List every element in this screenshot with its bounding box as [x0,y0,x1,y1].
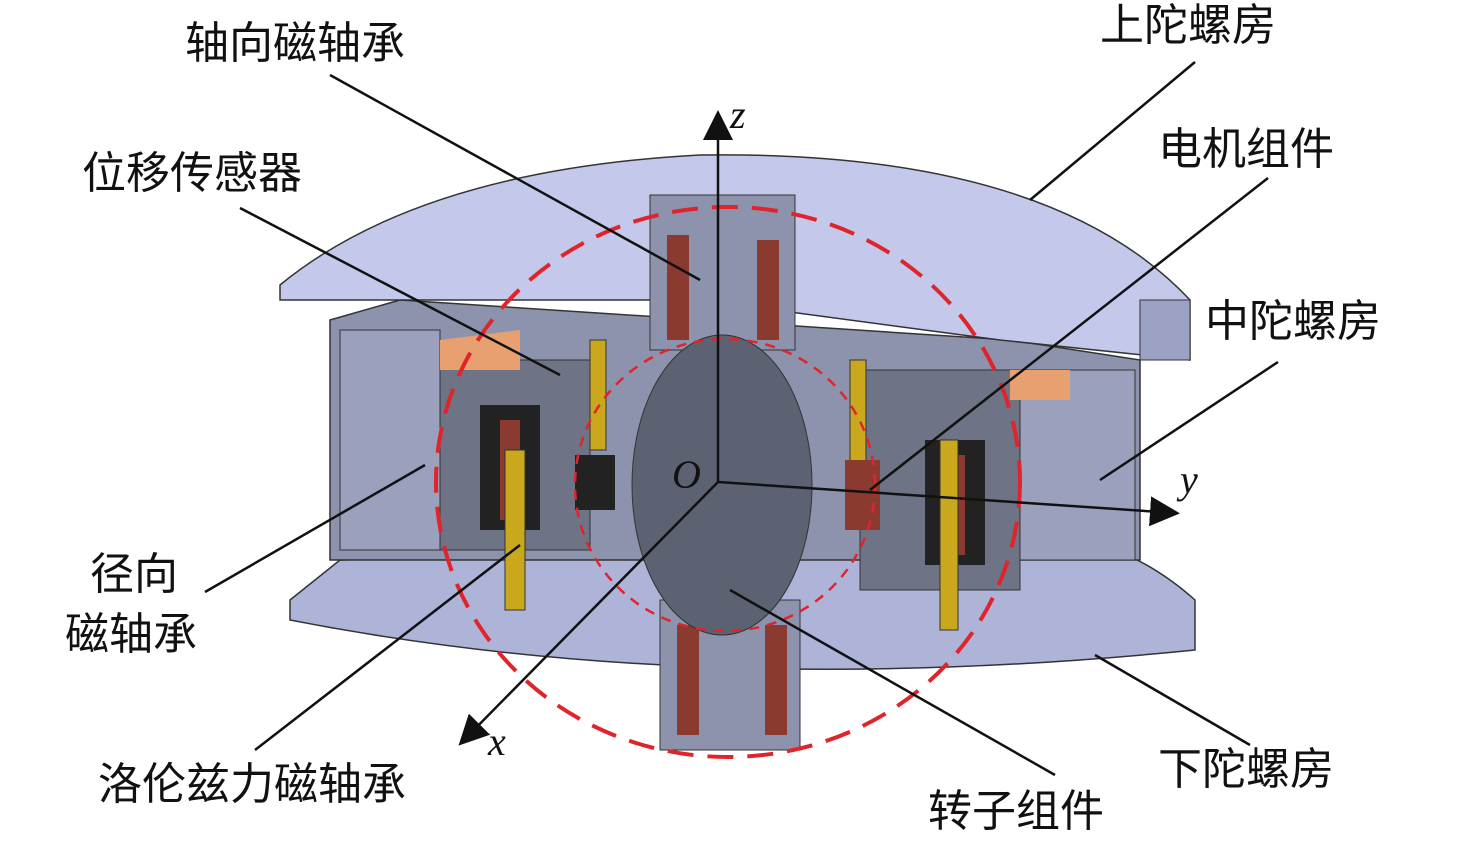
label-radial-bearing-1: 径向 [90,549,178,600]
axis-label-x: x [488,719,506,764]
leader-lines [204,61,1279,777]
label-rotor: 转子组件 [928,786,1104,837]
label-middle-housing: 中陀螺房 [1205,296,1381,347]
highlight-circle-outer [434,205,1022,759]
origin-label: O [672,452,701,497]
axis-label-y: y [1180,457,1198,502]
label-lorentz-bearing: 洛伦兹力磁轴承 [98,759,406,810]
label-axial-bearing: 轴向磁轴承 [185,18,405,69]
label-radial-bearing-2: 磁轴承 [65,609,197,660]
rotor-shape [631,334,813,636]
label-motor: 电机组件 [1158,124,1334,175]
label-displacement-sensor: 位移传感器 [82,148,302,199]
label-upper-housing: 上陀螺房 [1100,0,1276,51]
axis-label-z: z [730,92,746,137]
coordinate-axes [458,110,1180,746]
label-lower-housing: 下陀螺房 [1158,744,1334,795]
